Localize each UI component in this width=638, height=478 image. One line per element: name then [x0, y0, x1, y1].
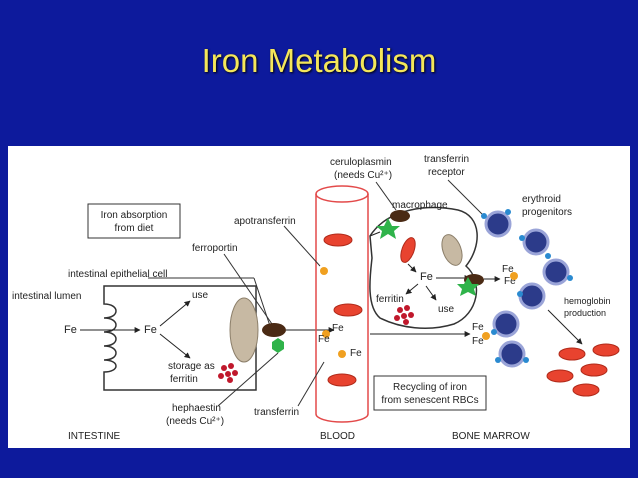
- transferrin-label: transferrin: [254, 407, 299, 418]
- rbc-breakdown-arrow: [407, 263, 417, 273]
- ferritin-cluster-macro: [394, 305, 414, 325]
- transferrin-dot-2: [338, 350, 346, 358]
- lumen-label: intestinal lumen: [12, 291, 81, 302]
- fe-marrow-top-2: Fe: [504, 276, 516, 287]
- marrow-transferrin-top: [510, 272, 518, 280]
- fe-blood-2: Fe: [318, 334, 330, 345]
- section-blood: BLOOD: [320, 431, 355, 442]
- fe-cell: Fe: [144, 324, 157, 336]
- ferritin-macrophage-label: ferritin: [376, 294, 404, 305]
- hephaestin-pointer: [217, 352, 279, 407]
- vessel-bottom: [315, 413, 369, 423]
- macrophage-export: [369, 231, 381, 237]
- apotransferrin-label: apotransferrin: [234, 216, 296, 227]
- receptor-line-2: receptor: [428, 167, 465, 178]
- section-intestine: INTESTINE: [68, 431, 121, 442]
- epithelial-label: intestinal epithelial cell: [68, 269, 168, 280]
- use-macro-arrow: [425, 285, 437, 301]
- hemoglobin-arrow: [547, 309, 583, 345]
- use-cell-label: use: [192, 290, 209, 301]
- cell-nucleus: [229, 297, 259, 363]
- erythroid-cells: [484, 210, 570, 368]
- fe-macrophage: Fe: [420, 271, 433, 283]
- slide-title: Iron Metabolism: [201, 42, 437, 79]
- ferritin-arrow: [405, 283, 419, 295]
- transferrin-pointer: [297, 361, 325, 407]
- epithelial-cell: [103, 285, 257, 391]
- section-bone-marrow: BONE MARROW: [452, 431, 530, 442]
- new-rbcs: [546, 343, 620, 397]
- macrophage-label: macrophage: [392, 200, 448, 211]
- ferroportin: [262, 323, 286, 337]
- storage-line-2: ferritin: [170, 374, 198, 385]
- apotransferrin-dot: [320, 267, 328, 275]
- receptor-line-1: transferrin: [424, 154, 469, 165]
- fe-blood-1: Fe: [332, 323, 344, 334]
- receptor-markers: [481, 209, 573, 363]
- hephaestin-line-2: (needs Cu²⁺): [166, 416, 224, 427]
- hemoglobin-line-2: production: [564, 308, 606, 318]
- fe-marrow-bottom-2: Fe: [472, 336, 484, 347]
- ceruloplasmin-star-2: [457, 277, 479, 296]
- storage-arrow: [159, 333, 191, 359]
- diagram-panel: Iron absorption from diet intestinal epi…: [8, 146, 630, 448]
- erythroid-line-1: erythroid: [522, 194, 561, 205]
- absorption-line-1: Iron absorption: [101, 210, 168, 221]
- apotransferrin-pointer: [283, 225, 321, 267]
- fe-marrow-bottom-1: Fe: [472, 322, 484, 333]
- erythroid-line-2: progenitors: [522, 207, 572, 218]
- recycling-line-2: from senescent RBCs: [381, 395, 478, 406]
- absorption-line-2: from diet: [115, 223, 154, 234]
- macrophage-ferroportin: [390, 210, 410, 222]
- fe-blood-3: Fe: [350, 348, 362, 359]
- ferroportin-pointer: [223, 253, 273, 325]
- storage-line-1: storage as: [168, 361, 215, 372]
- hephaestin-line-1: hephaestin: [172, 403, 221, 414]
- ceruloplasmin-line-1: ceruloplasmin: [330, 157, 392, 168]
- use-arrow: [159, 300, 191, 327]
- recycling-box: [373, 375, 487, 411]
- receptor-pointer: [447, 179, 485, 217]
- use-macrophage-label: use: [438, 304, 455, 315]
- ceruloplasmin-star: [376, 218, 400, 239]
- ferritin-cluster-cell: [218, 363, 238, 383]
- ceruloplasmin-line-2: (needs Cu²⁺): [334, 170, 392, 181]
- recycling-line-1: Recycling of iron: [393, 382, 467, 393]
- iron-metabolism-diagram: Iron absorption from diet intestinal epi…: [12, 154, 620, 442]
- ferroportin-label: ferroportin: [192, 243, 238, 254]
- absorption-box: [87, 203, 181, 239]
- marrow-transferrin-bottom: [482, 332, 490, 340]
- macrophage-nucleus: [441, 234, 463, 266]
- hephaestin: [272, 338, 284, 353]
- fe-lumen: Fe: [64, 324, 77, 336]
- ceruloplasmin-pointer: [375, 181, 397, 211]
- phagocytosed-rbc: [400, 237, 416, 263]
- vessel-top: [315, 185, 369, 203]
- transferrin-dot-1: [322, 330, 330, 338]
- hemoglobin-line-1: hemoglobin: [564, 296, 611, 306]
- blood-rbcs: [323, 233, 363, 387]
- fe-marrow-top-1: Fe: [502, 264, 514, 275]
